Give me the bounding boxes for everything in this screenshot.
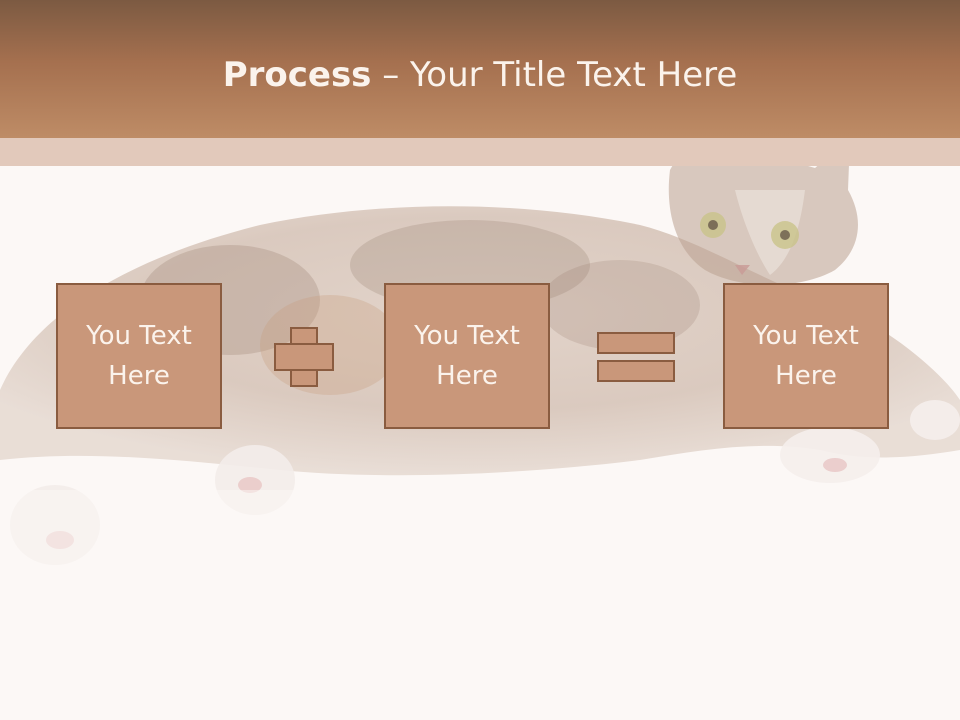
process-box-1-text: You Text Here — [69, 316, 209, 396]
process-box-3[interactable]: You Text Here — [723, 283, 889, 429]
process-box-1-line-2: Here — [108, 361, 170, 391]
process-box-3-line-2: Here — [775, 361, 837, 391]
title-rest-text: – Your Title Text Here — [371, 55, 738, 95]
process-box-2-line-2: Here — [436, 361, 498, 391]
process-box-3-text: You Text Here — [736, 316, 876, 396]
title-bold-text: Process — [222, 55, 372, 95]
process-box-3-line-1: You Text — [753, 321, 859, 351]
equals-icon-top-bar — [597, 332, 675, 354]
title-header-bar — [0, 0, 960, 138]
plus-icon-center — [292, 345, 316, 369]
process-box-2[interactable]: You Text Here — [384, 283, 550, 429]
process-box-2-text: You Text Here — [397, 316, 537, 396]
process-box-1[interactable]: You Text Here — [56, 283, 222, 429]
slide-title: Process – Your Title Text Here — [0, 50, 960, 100]
process-box-2-line-1: You Text — [414, 321, 520, 351]
equals-icon-bottom-bar — [597, 360, 675, 382]
header-accent-band — [0, 138, 960, 166]
process-box-1-line-1: You Text — [86, 321, 192, 351]
